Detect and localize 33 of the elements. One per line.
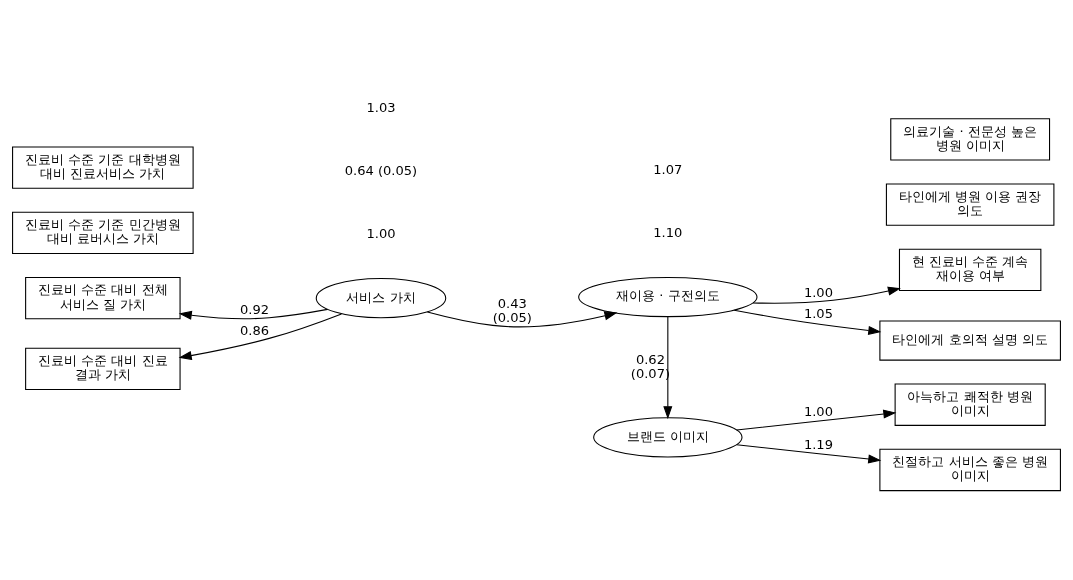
edge-label: 1.05 [803,306,833,322]
arrow [736,409,897,431]
label: 1.07 [653,162,683,178]
edge-label: 1.19 [803,436,833,452]
edge-label: 1.00 [803,404,833,420]
label: 1.03 [366,100,396,116]
node-box: 현 진료비 수준 계속 재이용 여부 [898,248,1042,292]
edge-label: 1.00 [803,284,833,300]
edge-label: 0.92 [240,302,270,318]
node-box: 진료비 수준 대비 진료 결과 가치 [25,347,181,391]
label: 1.10 [653,225,683,241]
node-ellipse: 재이용 · 구전의도 [578,276,758,318]
arrow [178,313,343,361]
arrow [736,444,882,464]
arrow [663,316,673,420]
node-box: 진료비 수준 기준 민간병원 대비 료버시스 가치 [12,211,194,255]
node-box: 타인에게 병원 이용 권장 의도 [885,183,1055,226]
node-ellipse: 서비스 가치 [315,278,447,319]
edge-label: 0.43 (0.05) [492,295,532,325]
label: 0.64 (0.05) [344,163,418,179]
arrow [178,308,329,320]
node-box: 친절하고 서비스 좋은 병원 이미지 [879,448,1061,492]
arrow [752,286,901,304]
node-box: 의료기술 · 전문성 높은 병원 이미지 [890,118,1051,161]
node-box: 아늑하고 쾌적한 병원 이미지 [894,383,1046,426]
arrow [733,309,882,336]
edge-label: 0.86 [240,322,270,338]
label: 1.00 [366,226,396,242]
node-ellipse: 브랜드 이미지 [593,417,743,458]
arrow [426,311,618,328]
node-box: 진료비 수준 대비 전체 서비스 질 가치 [25,276,181,320]
node-box: 타인에게 호의적 설명 의도 [879,320,1061,361]
node-box: 진료비 수준 기준 대학병원 대비 진료서비스 가치 [12,146,194,189]
